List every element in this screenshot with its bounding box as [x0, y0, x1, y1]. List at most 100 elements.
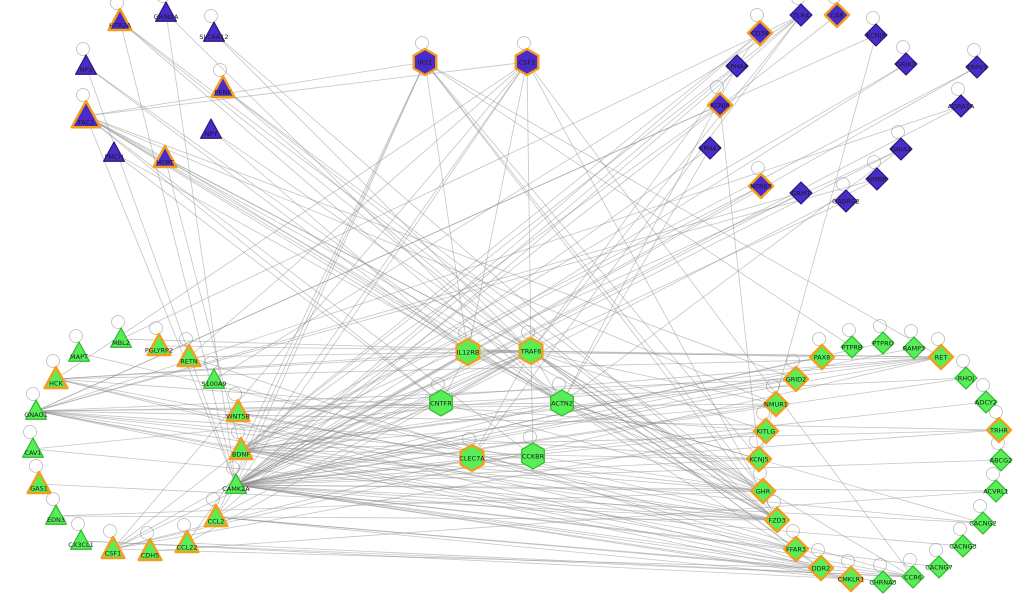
node-TRAF6[interactable] [518, 336, 544, 366]
node-label: CMKLR1 [838, 576, 865, 584]
node-GRM1[interactable] [789, 181, 813, 205]
node-CCR6[interactable] [901, 565, 925, 589]
edge [213, 14, 802, 381]
node-MAPT[interactable] [67, 341, 91, 362]
node-CDH5[interactable] [137, 537, 163, 562]
node-ADCY2[interactable] [974, 390, 998, 414]
self-loop-edge [226, 461, 240, 475]
node-GRID2[interactable] [782, 365, 810, 393]
node-WNT5B[interactable] [225, 398, 251, 423]
self-loop-edge [951, 82, 965, 96]
node-IL12RB[interactable] [455, 337, 481, 367]
node-KITLG[interactable] [752, 417, 780, 445]
node-ACTN2[interactable] [550, 389, 574, 417]
self-loop-edge [976, 378, 990, 392]
node-CACNG2[interactable] [971, 511, 995, 535]
node-CAMK2A[interactable] [224, 473, 248, 494]
edge [240, 449, 822, 569]
edge [240, 449, 760, 460]
node-ACVRL1[interactable] [984, 479, 1008, 503]
node-RAMP3[interactable] [902, 336, 926, 360]
node-GAS1[interactable] [26, 470, 52, 495]
node-label: CHRNA3 [869, 579, 896, 587]
node-CMKLR1[interactable] [837, 565, 865, 593]
node-ABCG2[interactable] [989, 448, 1013, 472]
node-CSF1[interactable] [100, 535, 126, 560]
node-DDR2[interactable] [807, 554, 835, 582]
node-EPHA4[interactable] [725, 54, 749, 78]
node-NPS[interactable] [74, 54, 98, 75]
edge [530, 14, 802, 352]
node-NMBR[interactable] [865, 167, 889, 191]
node-CNTFR[interactable] [429, 389, 453, 417]
node-GHR[interactable] [749, 477, 777, 505]
node-CCKBR[interactable] [521, 442, 545, 470]
node-RHOJ[interactable] [954, 366, 978, 390]
node-CLEC7A[interactable] [459, 443, 485, 473]
node-NPY[interactable] [199, 118, 223, 139]
node-RET[interactable] [927, 343, 955, 371]
node-TRHR[interactable] [985, 416, 1013, 444]
node-label: EPHA7 [699, 145, 721, 153]
node-GABRG2[interactable] [834, 189, 858, 213]
node-CA8[interactable] [823, 1, 851, 29]
edge [240, 63, 907, 451]
node-CCL22[interactable] [174, 529, 200, 554]
node-PTPRB[interactable] [840, 335, 864, 359]
node-S100A9[interactable] [202, 368, 226, 389]
node-HCRT[interactable] [152, 144, 178, 169]
node-HTR2A[interactable] [107, 7, 133, 32]
node-CACNG7[interactable] [927, 555, 951, 579]
node-PENK[interactable] [210, 74, 236, 99]
node-GRIA4[interactable] [889, 137, 913, 161]
edge [35, 410, 764, 492]
node-FFAR3[interactable] [782, 535, 810, 563]
node-label: TLR4 [792, 12, 809, 20]
node-KCNJ6[interactable] [706, 91, 734, 119]
node-TRPV1[interactable] [965, 55, 989, 79]
node-CAV1[interactable] [21, 437, 45, 458]
node-CD38[interactable] [746, 19, 774, 47]
node-TLR4[interactable] [789, 3, 813, 27]
node-label: CAMK2A [222, 485, 250, 493]
node-MBL2[interactable] [109, 327, 133, 348]
self-loop-edge [956, 354, 970, 368]
node-NMUR1[interactable] [762, 390, 790, 418]
node-GRIN2A[interactable] [154, 1, 178, 22]
node-GRIK2[interactable] [894, 52, 918, 76]
node-PMCH[interactable] [102, 141, 126, 162]
edge [164, 157, 242, 451]
node-PGLYRP2[interactable] [146, 332, 172, 357]
node-KCNJ5[interactable] [745, 445, 773, 473]
node-CACNG3[interactable] [951, 534, 975, 558]
node-KCNJ9[interactable] [864, 23, 888, 47]
node-NTRK3[interactable] [747, 172, 775, 200]
node-CSF2[interactable] [514, 47, 540, 77]
node-PTPRO[interactable] [871, 331, 895, 355]
edge [240, 66, 978, 451]
node-ADRA1A[interactable] [949, 94, 973, 118]
node-IRS1[interactable] [412, 47, 438, 77]
node-CHRNA3[interactable] [871, 570, 895, 594]
edge [186, 61, 528, 544]
self-loop-edge [786, 354, 800, 368]
node-BDNF[interactable] [228, 436, 254, 461]
node-RETN[interactable] [176, 343, 202, 368]
node-CX3CL1[interactable] [69, 529, 93, 550]
self-loop-edge [29, 459, 43, 473]
node-label: CCR6 [904, 574, 922, 582]
node-PAX8[interactable] [808, 343, 836, 371]
node-EDN3[interactable] [44, 504, 68, 525]
node-GNAO1[interactable] [24, 399, 48, 420]
node-EPHA7[interactable] [698, 136, 722, 160]
node-HCK[interactable] [43, 365, 69, 390]
edge [237, 377, 967, 413]
node-TAC1[interactable] [70, 99, 102, 129]
node-CCL2[interactable] [203, 503, 229, 528]
edge [719, 104, 760, 460]
node-label: CACNG7 [925, 564, 952, 572]
node-FZD3[interactable] [763, 506, 791, 534]
node-SLC6A12[interactable] [202, 21, 226, 42]
